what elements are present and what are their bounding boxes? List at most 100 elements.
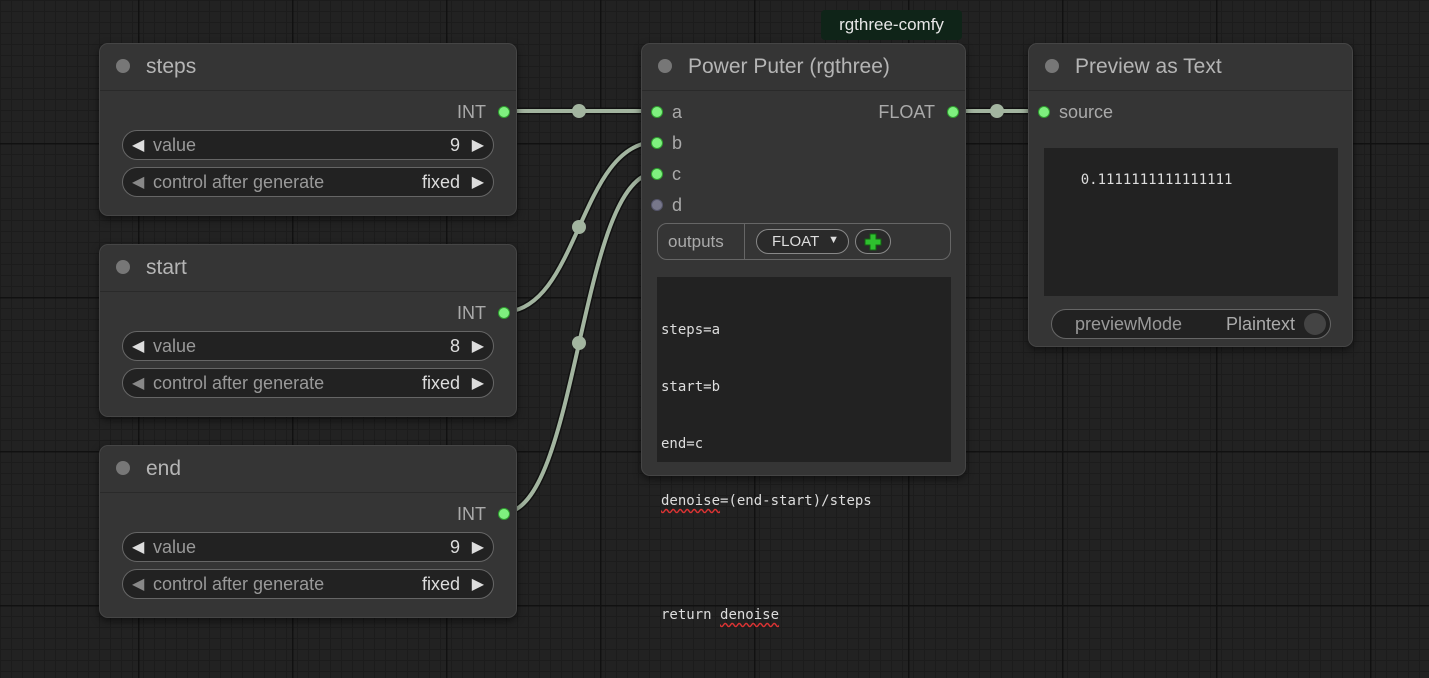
increment-arrow-icon[interactable]: ▶ xyxy=(471,137,484,154)
input-label-source: source xyxy=(1059,102,1114,122)
prev-option-arrow-icon[interactable]: ◀ xyxy=(132,375,145,392)
outputs-widget: outputs FLOAT ▼ xyxy=(657,223,951,260)
toggle-knob[interactable] xyxy=(1304,313,1326,335)
end-node[interactable]: end INT ◀ value 9 ▶ ◀ control after gene… xyxy=(99,445,517,618)
output-slot[interactable] xyxy=(498,307,510,319)
link-midpoint[interactable] xyxy=(572,220,586,234)
collapse-toggle[interactable] xyxy=(658,59,672,73)
node-title-bar[interactable]: end xyxy=(100,446,516,493)
widget-value: 8 xyxy=(449,336,460,356)
next-option-arrow-icon[interactable]: ▶ xyxy=(471,576,484,593)
preview-text-value: 0.1111111111111111 xyxy=(1080,172,1233,188)
widget-value: Plaintext xyxy=(1225,314,1295,334)
prev-option-arrow-icon[interactable]: ◀ xyxy=(132,576,145,593)
widget-value: fixed xyxy=(421,373,460,393)
code-fragment: =(end-start)/steps xyxy=(720,493,872,509)
widget-label: value xyxy=(153,336,197,356)
value-widget[interactable]: ◀ value 9 ▶ xyxy=(122,130,494,160)
preview-text-node[interactable]: Preview as Text source 0.111111111111111… xyxy=(1028,43,1353,347)
output-slot[interactable] xyxy=(498,106,510,118)
spellcheck-word: denoise xyxy=(661,493,721,509)
node-title-bar[interactable]: Preview as Text xyxy=(1029,44,1352,91)
outputs-divider xyxy=(744,224,745,259)
plus-icon xyxy=(864,233,882,251)
code-line: steps=a xyxy=(661,322,721,338)
input-slot-b[interactable] xyxy=(651,137,663,149)
link-start-to-b xyxy=(502,138,657,316)
output-type-select[interactable]: FLOAT ▼ xyxy=(756,229,849,254)
link-midpoint[interactable] xyxy=(572,104,586,118)
collapse-toggle[interactable] xyxy=(1045,59,1059,73)
steps-node[interactable]: steps INT ◀ value 9 ▶ ◀ control after ge… xyxy=(99,43,517,216)
node-title-bar[interactable]: Power Puter (rgthree) xyxy=(642,44,965,91)
value-widget[interactable]: ◀ value 9 ▶ xyxy=(122,532,494,562)
power-puter-node[interactable]: Power Puter (rgthree) a b c d FLOAT outp… xyxy=(641,43,966,623)
code-line: return denoise xyxy=(661,606,947,625)
preview-mode-toggle[interactable]: previewMode Plaintext xyxy=(1051,309,1331,339)
widget-value: 9 xyxy=(449,135,460,155)
output-label: INT xyxy=(457,504,486,524)
decrement-arrow-icon[interactable]: ◀ xyxy=(132,137,145,154)
preview-text-area[interactable]: 0.1111111111111111 xyxy=(1044,148,1338,296)
node-title: end xyxy=(146,457,182,480)
code-line xyxy=(661,549,947,568)
next-option-arrow-icon[interactable]: ▶ xyxy=(471,174,484,191)
decrement-arrow-icon[interactable]: ◀ xyxy=(132,539,145,556)
node-source-badge: rgthree-comfy xyxy=(821,10,962,40)
code-line: start=b xyxy=(661,379,721,395)
node-title: start xyxy=(146,256,187,279)
code-editor[interactable]: steps=a start=b end=c denoise=(end-start… xyxy=(657,277,951,623)
increment-arrow-icon[interactable]: ▶ xyxy=(471,338,484,355)
widget-label: previewMode xyxy=(1075,314,1183,334)
output-slot[interactable] xyxy=(498,508,510,520)
spellcheck-word: denoise xyxy=(720,607,780,623)
node-title: Power Puter (rgthree) xyxy=(688,55,890,78)
outputs-label: outputs xyxy=(668,232,724,251)
input-label-b: b xyxy=(672,133,683,153)
widget-label: control after generate xyxy=(153,172,325,192)
node-title: Preview as Text xyxy=(1075,55,1222,78)
next-option-arrow-icon[interactable]: ▶ xyxy=(471,375,484,392)
widget-label: control after generate xyxy=(153,373,325,393)
input-slot-c[interactable] xyxy=(651,168,663,180)
collapse-toggle[interactable] xyxy=(116,461,130,475)
decrement-arrow-icon[interactable]: ◀ xyxy=(132,338,145,355)
input-label-a: a xyxy=(672,102,683,122)
output-slot[interactable] xyxy=(947,106,959,118)
input-slot-source[interactable] xyxy=(1038,106,1050,118)
widget-value: fixed xyxy=(421,574,460,594)
control-widget[interactable]: ◀ control after generate fixed ▶ xyxy=(122,368,494,398)
increment-arrow-icon[interactable]: ▶ xyxy=(471,539,484,556)
node-title: steps xyxy=(146,55,197,78)
node-title-bar[interactable]: start xyxy=(100,245,516,292)
input-label-d: d xyxy=(672,195,683,215)
output-label: INT xyxy=(457,303,486,323)
prev-option-arrow-icon[interactable]: ◀ xyxy=(132,174,145,191)
code-line: denoise=(end-start)/steps xyxy=(661,492,947,511)
node-title-bar[interactable]: steps xyxy=(100,44,516,91)
widget-value: 9 xyxy=(449,537,460,557)
output-label: FLOAT xyxy=(878,102,935,122)
output-label: INT xyxy=(457,102,486,122)
collapse-toggle[interactable] xyxy=(116,59,130,73)
widget-label: value xyxy=(153,537,197,557)
collapse-toggle[interactable] xyxy=(116,260,130,274)
link-midpoint[interactable] xyxy=(572,336,586,350)
widget-label: control after generate xyxy=(153,574,325,594)
code-line: end=c xyxy=(661,436,704,452)
link-end-to-c xyxy=(502,169,657,517)
control-widget[interactable]: ◀ control after generate fixed ▶ xyxy=(122,569,494,599)
add-output-button[interactable] xyxy=(855,229,891,254)
input-label-c: c xyxy=(672,164,681,184)
control-widget[interactable]: ◀ control after generate fixed ▶ xyxy=(122,167,494,197)
output-type-value: FLOAT xyxy=(772,233,820,250)
input-slot-d[interactable] xyxy=(651,199,663,211)
start-node[interactable]: start INT ◀ value 8 ▶ ◀ control after ge… xyxy=(99,244,517,417)
triangle-down-icon: ▼ xyxy=(828,234,839,246)
code-fragment: return xyxy=(661,607,721,623)
input-slot-a[interactable] xyxy=(651,106,663,118)
widget-value: fixed xyxy=(421,172,460,192)
value-widget[interactable]: ◀ value 8 ▶ xyxy=(122,331,494,361)
link-midpoint[interactable] xyxy=(990,104,1004,118)
widget-label: value xyxy=(153,135,197,155)
